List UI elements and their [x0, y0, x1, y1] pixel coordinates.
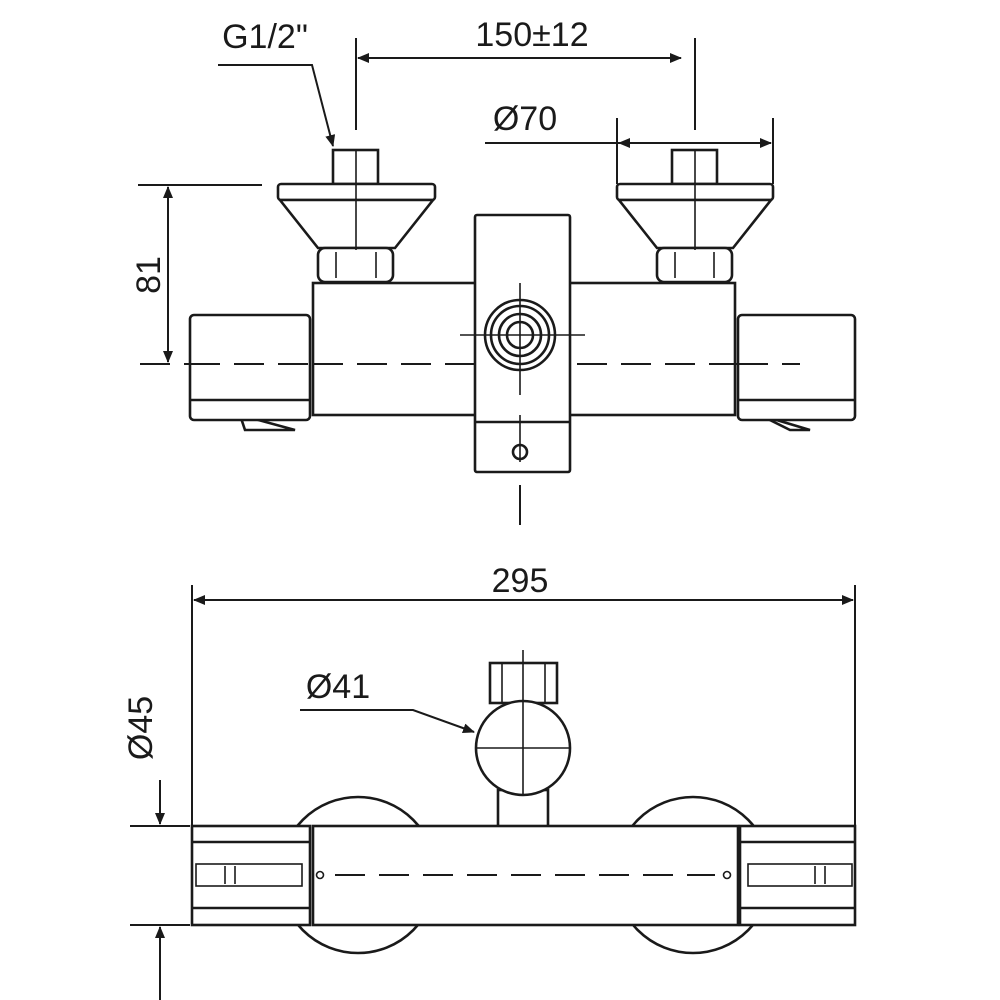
dimension-label: G1/2"	[222, 18, 308, 56]
hex-nut	[655, 246, 734, 284]
dimension-label: 81	[130, 256, 168, 294]
dimension-g12: G1/2"	[218, 18, 336, 147]
dimension-70: Ø70	[485, 100, 774, 184]
dimension-label: Ø45	[122, 696, 160, 760]
right-end-cap	[736, 313, 857, 432]
left-end-cap	[188, 313, 312, 432]
dimension-150: 150±12	[355, 16, 696, 130]
dimension-label: 295	[492, 562, 549, 600]
hex-nut	[316, 246, 395, 284]
left-cap-front	[190, 824, 312, 927]
right-handle	[615, 148, 775, 284]
dimension-45: Ø45	[122, 696, 190, 1000]
dimension-41: Ø41	[300, 668, 475, 733]
dimension-label: Ø41	[306, 668, 370, 706]
outlet-block	[460, 213, 585, 525]
dimension-295: 295	[191, 562, 856, 826]
right-cap-front	[738, 824, 857, 927]
dimension-81: 81	[130, 184, 262, 363]
dimension-label: 150±12	[475, 16, 588, 54]
front-view	[190, 650, 857, 955]
dimension-label: Ø70	[493, 100, 557, 138]
left-handle	[276, 148, 437, 284]
top-view	[140, 148, 857, 525]
